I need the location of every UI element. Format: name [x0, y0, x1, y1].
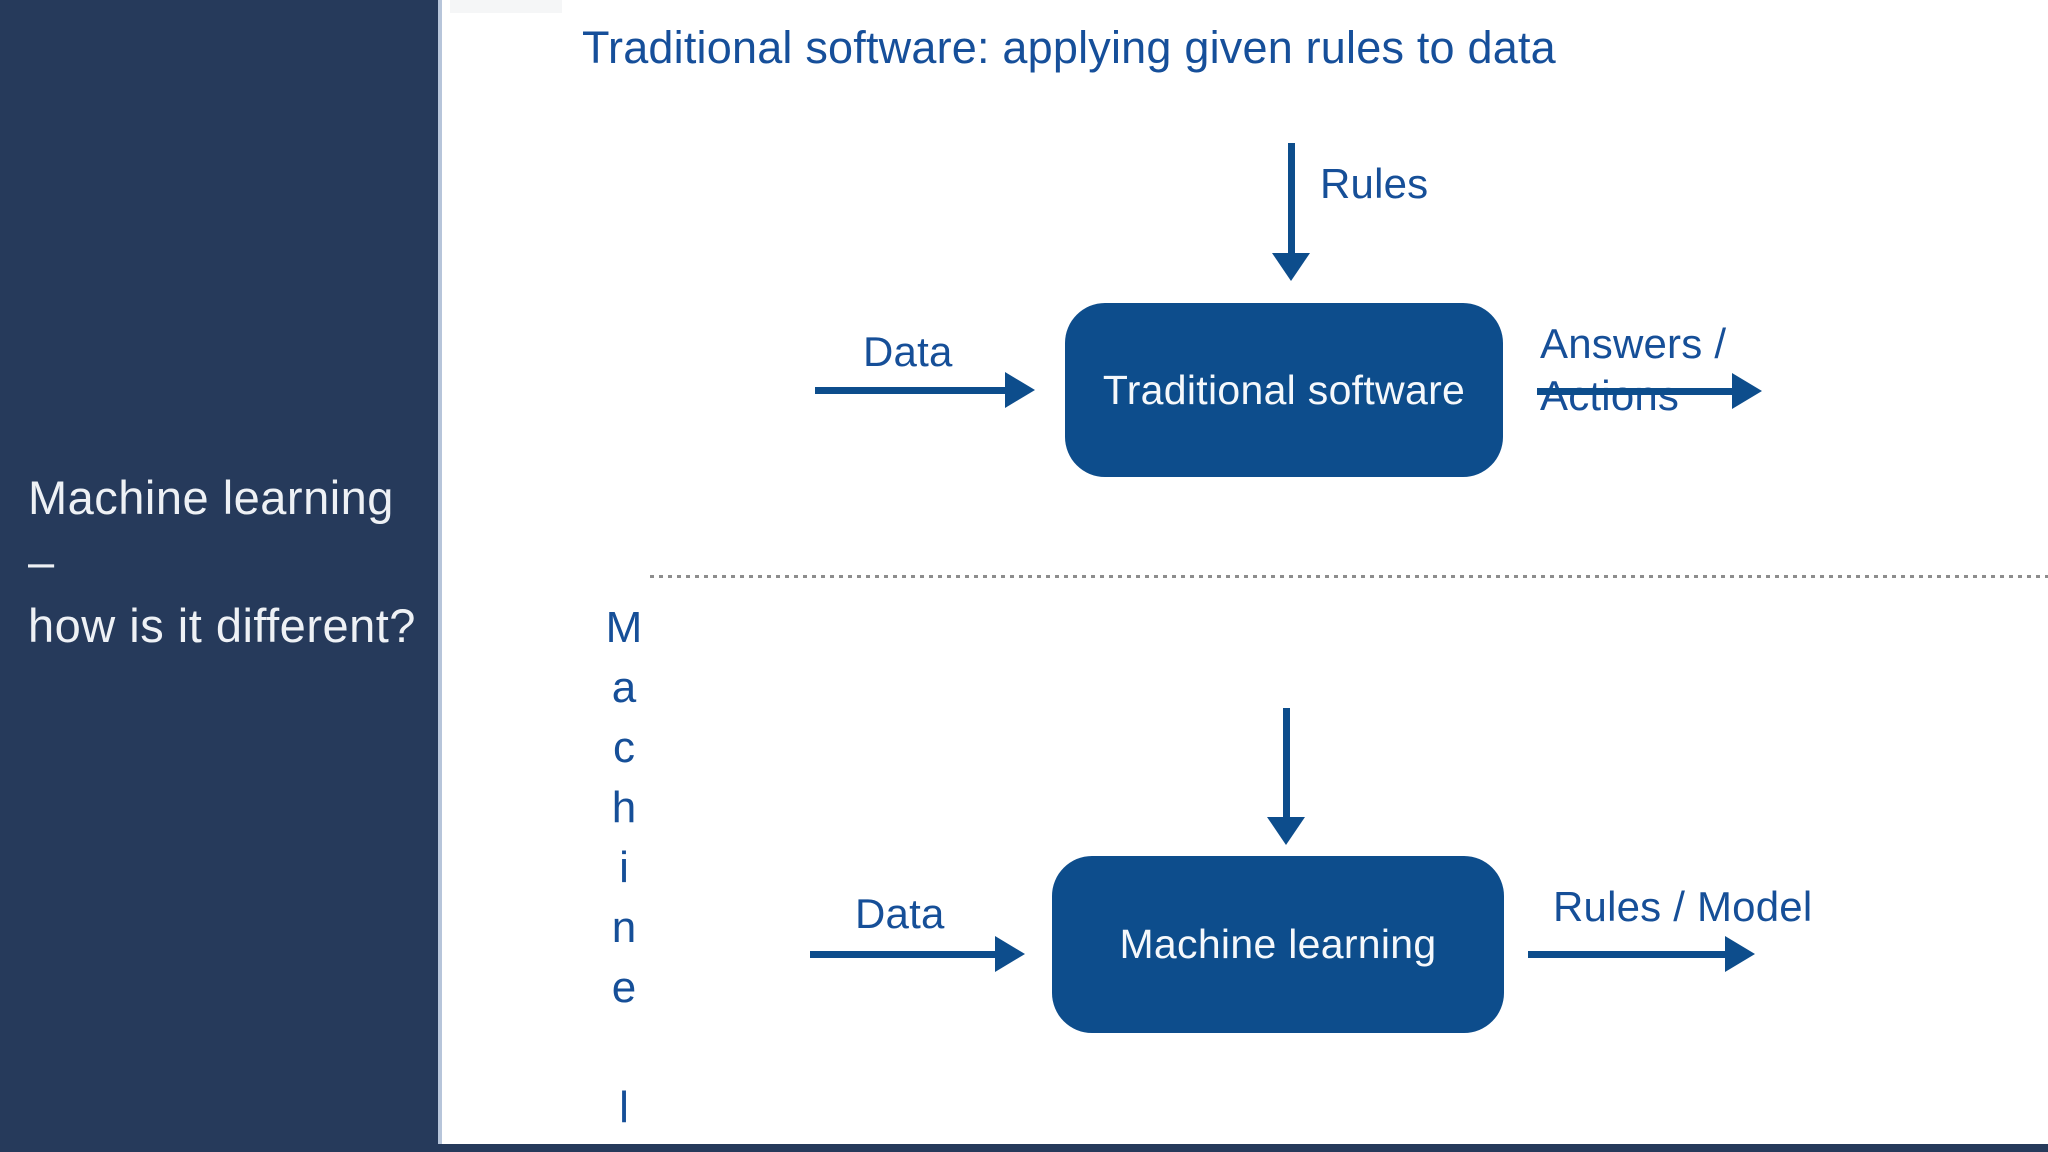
answers-output-arrow [1537, 373, 1762, 409]
vertical-letter: i [619, 843, 629, 892]
answers-actions-label: Answers / Actions [1540, 318, 1726, 422]
bottom-letterbox-bar [0, 1144, 2048, 1152]
machine-learning-box-label: Machine learning [1119, 921, 1437, 967]
video-artifact [450, 0, 562, 13]
arrow-head [1272, 253, 1310, 281]
slide-title-line2: how is it different? [28, 599, 416, 652]
traditional-software-box: Traditional software [1065, 303, 1503, 477]
arrow-head [1267, 817, 1305, 845]
arrow-shaft [1537, 388, 1734, 395]
vertical-letter: n [611, 903, 637, 952]
arrow-shaft [1283, 708, 1290, 817]
slide-title: Machine learning – how is it different? [28, 466, 428, 658]
answers-label-line2: Actions [1540, 372, 1680, 419]
rules-label: Rules [1320, 160, 1429, 207]
sidebar [0, 0, 438, 1152]
rules-model-label: Rules / Model [1553, 883, 1813, 930]
sidebar-edge-highlight [438, 0, 442, 1152]
slide-title-line1: Machine learning – [28, 471, 394, 588]
data-arrow-bottom [810, 936, 1025, 972]
vertical-letter: l [619, 1083, 629, 1132]
vertical-letter: a [611, 663, 637, 712]
data-label-bottom: Data [855, 890, 945, 937]
traditional-software-box-label: Traditional software [1102, 366, 1466, 413]
arrow-shaft [1288, 143, 1295, 253]
data-arrow-top [815, 372, 1035, 408]
data-label-top: Data [863, 328, 953, 375]
ml-down-arrow [1267, 708, 1305, 845]
dotted-divider [650, 575, 2048, 578]
vertical-letter [594, 1018, 654, 1078]
arrow-head [1725, 936, 1755, 972]
vertical-letter: e [611, 963, 637, 1012]
answers-label-line1: Answers / [1540, 320, 1727, 367]
rules-down-arrow [1272, 143, 1310, 281]
vertical-letter: c [613, 723, 635, 772]
arrow-shaft [810, 951, 997, 958]
arrow-shaft [815, 387, 1007, 394]
arrow-shaft [1528, 951, 1727, 958]
vertical-letter: M [605, 603, 643, 652]
arrow-head [1732, 373, 1762, 409]
machine-learning-box: Machine learning [1052, 856, 1504, 1033]
arrow-head [1005, 372, 1035, 408]
section-heading: Traditional software: applying given rul… [582, 22, 1556, 73]
vertical-letter: h [611, 783, 637, 832]
arrow-head [995, 936, 1025, 972]
rules-model-arrow [1528, 936, 1755, 972]
vertical-machine-learning-text: Machine learning [594, 598, 654, 1145]
